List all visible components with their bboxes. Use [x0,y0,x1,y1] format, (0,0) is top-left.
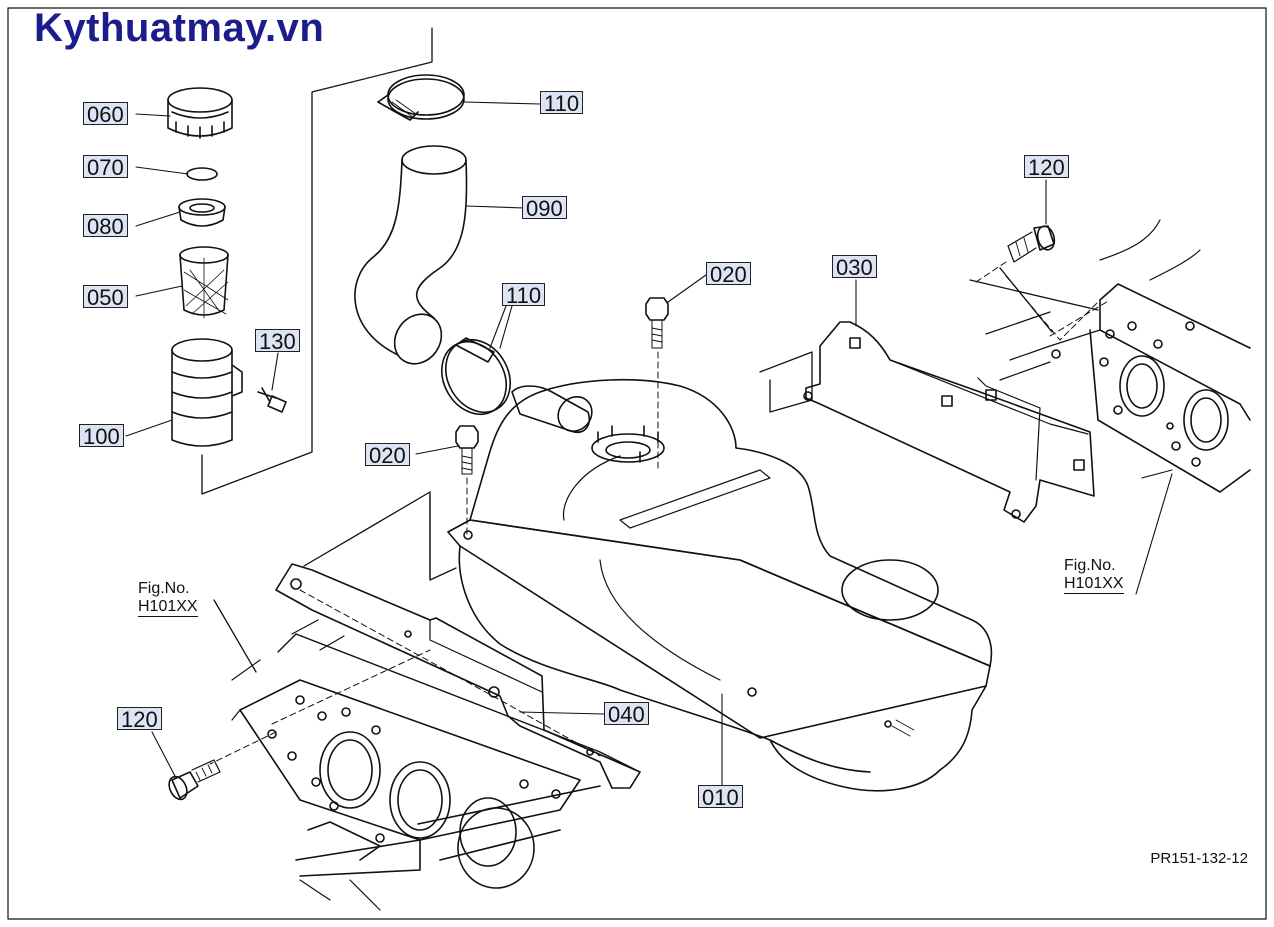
fig-ref-right-label: Fig.No. [1064,557,1116,574]
strainer [179,246,229,319]
assembly-frame-line [201,27,433,495]
callout-100: 100 [79,424,124,448]
chassis-frame-right [969,219,1251,493]
callout-110-top: 110 [540,91,584,115]
chassis-frame-left [209,599,641,911]
callout-020-top: 020 [706,262,751,286]
bolt-left [455,425,479,537]
fig-ref-left-code: H101XX [138,598,198,617]
fig-ref-left-label: Fig.No. [138,580,190,597]
fuel-hose [354,145,468,365]
bolt-120-right [975,225,1056,283]
callout-040: 040 [604,702,649,726]
drawing-number: PR151-132-12 [1150,850,1248,867]
callout-080: 080 [83,214,128,238]
fig-ref-left: Fig.No. H101XX [138,580,198,617]
page-border [7,7,1267,920]
leader-lines [125,101,1173,787]
callout-120-right: 120 [1024,155,1069,179]
fig-ref-right: Fig.No. H101XX [1064,557,1124,594]
callout-070: 070 [83,155,128,179]
callout-030: 030 [832,255,877,279]
watermark-logo: Kythuatmay.vn [34,6,325,50]
bolt-120-left [168,759,221,801]
callout-130: 130 [255,329,300,353]
callout-050: 050 [83,285,128,309]
filler-tube [171,338,287,447]
callout-120-left: 120 [117,707,162,731]
fuel-tank [447,378,993,792]
bolt-top [645,297,669,471]
callout-110-lower: 110 [502,283,546,307]
packing [178,198,226,227]
callout-020-left: 020 [365,443,410,467]
upper-clamp [377,74,465,121]
filler-cap [167,87,233,139]
callout-060: 060 [83,102,128,126]
tank-neck [511,385,593,434]
bracket-left [275,563,641,789]
gasket [186,167,218,181]
callout-010: 010 [698,785,743,809]
bracket-right [803,321,1095,523]
callout-090: 090 [522,196,567,220]
lower-clamp [441,337,511,415]
fig-ref-right-code: H101XX [1064,575,1124,594]
